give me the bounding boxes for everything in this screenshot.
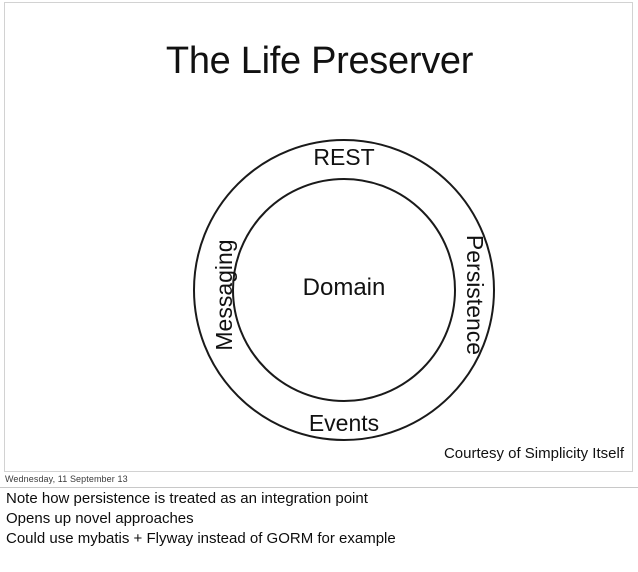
- inner-ring-circle: [232, 178, 456, 402]
- courtesy-credit: Courtesy of Simplicity Itself: [443, 445, 624, 462]
- page-title: The Life Preserver: [165, 40, 474, 82]
- speaker-notes: Note how persistence is treated as an in…: [6, 489, 632, 549]
- ring-label-rest: REST: [313, 144, 375, 170]
- outer-ring-circle: [193, 139, 495, 441]
- core-label-domain: Domain: [302, 274, 386, 301]
- notes-line: Note how persistence is treated as an in…: [6, 490, 368, 507]
- notes-divider: [0, 487, 638, 488]
- notes-line: Could use mybatis + Flyway instead of GO…: [6, 530, 396, 547]
- ring-label-events: Events: [308, 410, 380, 436]
- slide-datestamp: Wednesday, 11 September 13: [5, 474, 128, 484]
- life-preserver-diagram: REST Messaging Persistence Events Domain: [190, 136, 498, 444]
- notes-line: Opens up novel approaches: [6, 510, 194, 527]
- slide-canvas: The Life Preserver REST Messaging Persis…: [4, 2, 633, 472]
